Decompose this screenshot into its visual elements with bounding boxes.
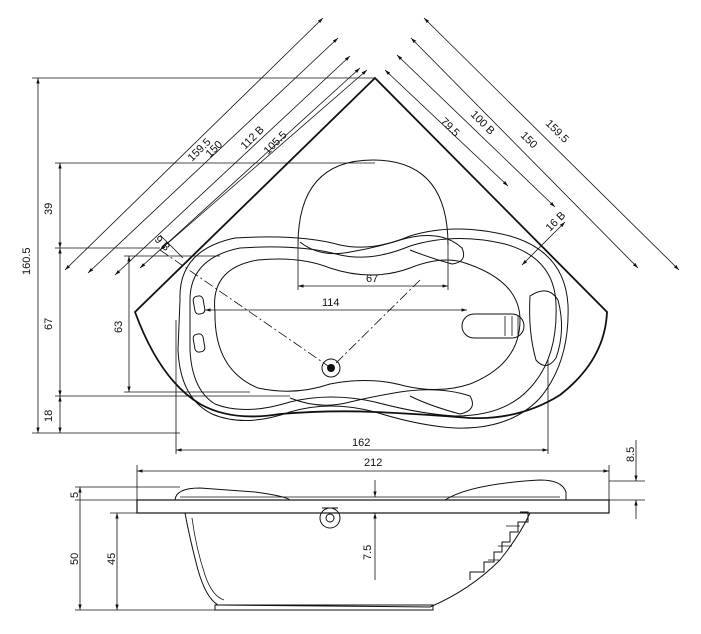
dim-114: 114 (322, 297, 340, 309)
dim-162: 162 (352, 437, 370, 449)
left-diagonal-dimensions: 159.5 150 112 B 105.5 (64, 17, 368, 276)
side-rim-right-end (444, 479, 567, 501)
dim-right-2: 100 B (468, 109, 497, 138)
vertical-dimensions: 160.5 39 67 18 63 (21, 77, 375, 434)
dim-67-inner: 67 (366, 273, 378, 285)
horizontal-dimensions: 67 114 162 (175, 245, 549, 454)
side-body (184, 512, 531, 608)
drain (321, 358, 341, 378)
jet-1 (192, 295, 206, 315)
dim-50: 50 (69, 553, 81, 565)
side-rim (136, 499, 610, 514)
dim-right-3: 150 (518, 130, 539, 151)
dim-18: 18 (43, 410, 55, 422)
dim-45: 45 (106, 553, 118, 565)
side-rim-left-end (174, 487, 291, 501)
dim-angle-right: 16 B (544, 210, 568, 234)
armrest-grip (461, 313, 525, 339)
right-diagonal-dimensions: 79.5 100 B 150 159.5 16 B (384, 17, 680, 271)
dim-67-left: 67 (43, 318, 55, 330)
dim-8-5: 8.5 (625, 447, 637, 462)
jet-2 (192, 333, 206, 353)
dim-height-total: 160.5 (21, 247, 33, 275)
dim-right-1: 79.5 (438, 116, 462, 140)
dim-39: 39 (43, 203, 55, 215)
side-view: 212 8.5 5 50 45 (69, 440, 645, 611)
rim-outer (177, 228, 569, 429)
dim-5: 5 (69, 492, 81, 498)
dim-right-4: 159.5 (543, 118, 571, 146)
dim-63: 63 (113, 321, 125, 333)
dim-212: 212 (364, 457, 382, 469)
right-seat (529, 290, 562, 366)
rim-inner (189, 238, 557, 417)
lower-bolster (289, 389, 473, 415)
top-view: 159.5 150 112 B 105.5 79.5 100 B 150 159… (21, 17, 680, 454)
dim-7-5: 7.5 (362, 545, 374, 560)
